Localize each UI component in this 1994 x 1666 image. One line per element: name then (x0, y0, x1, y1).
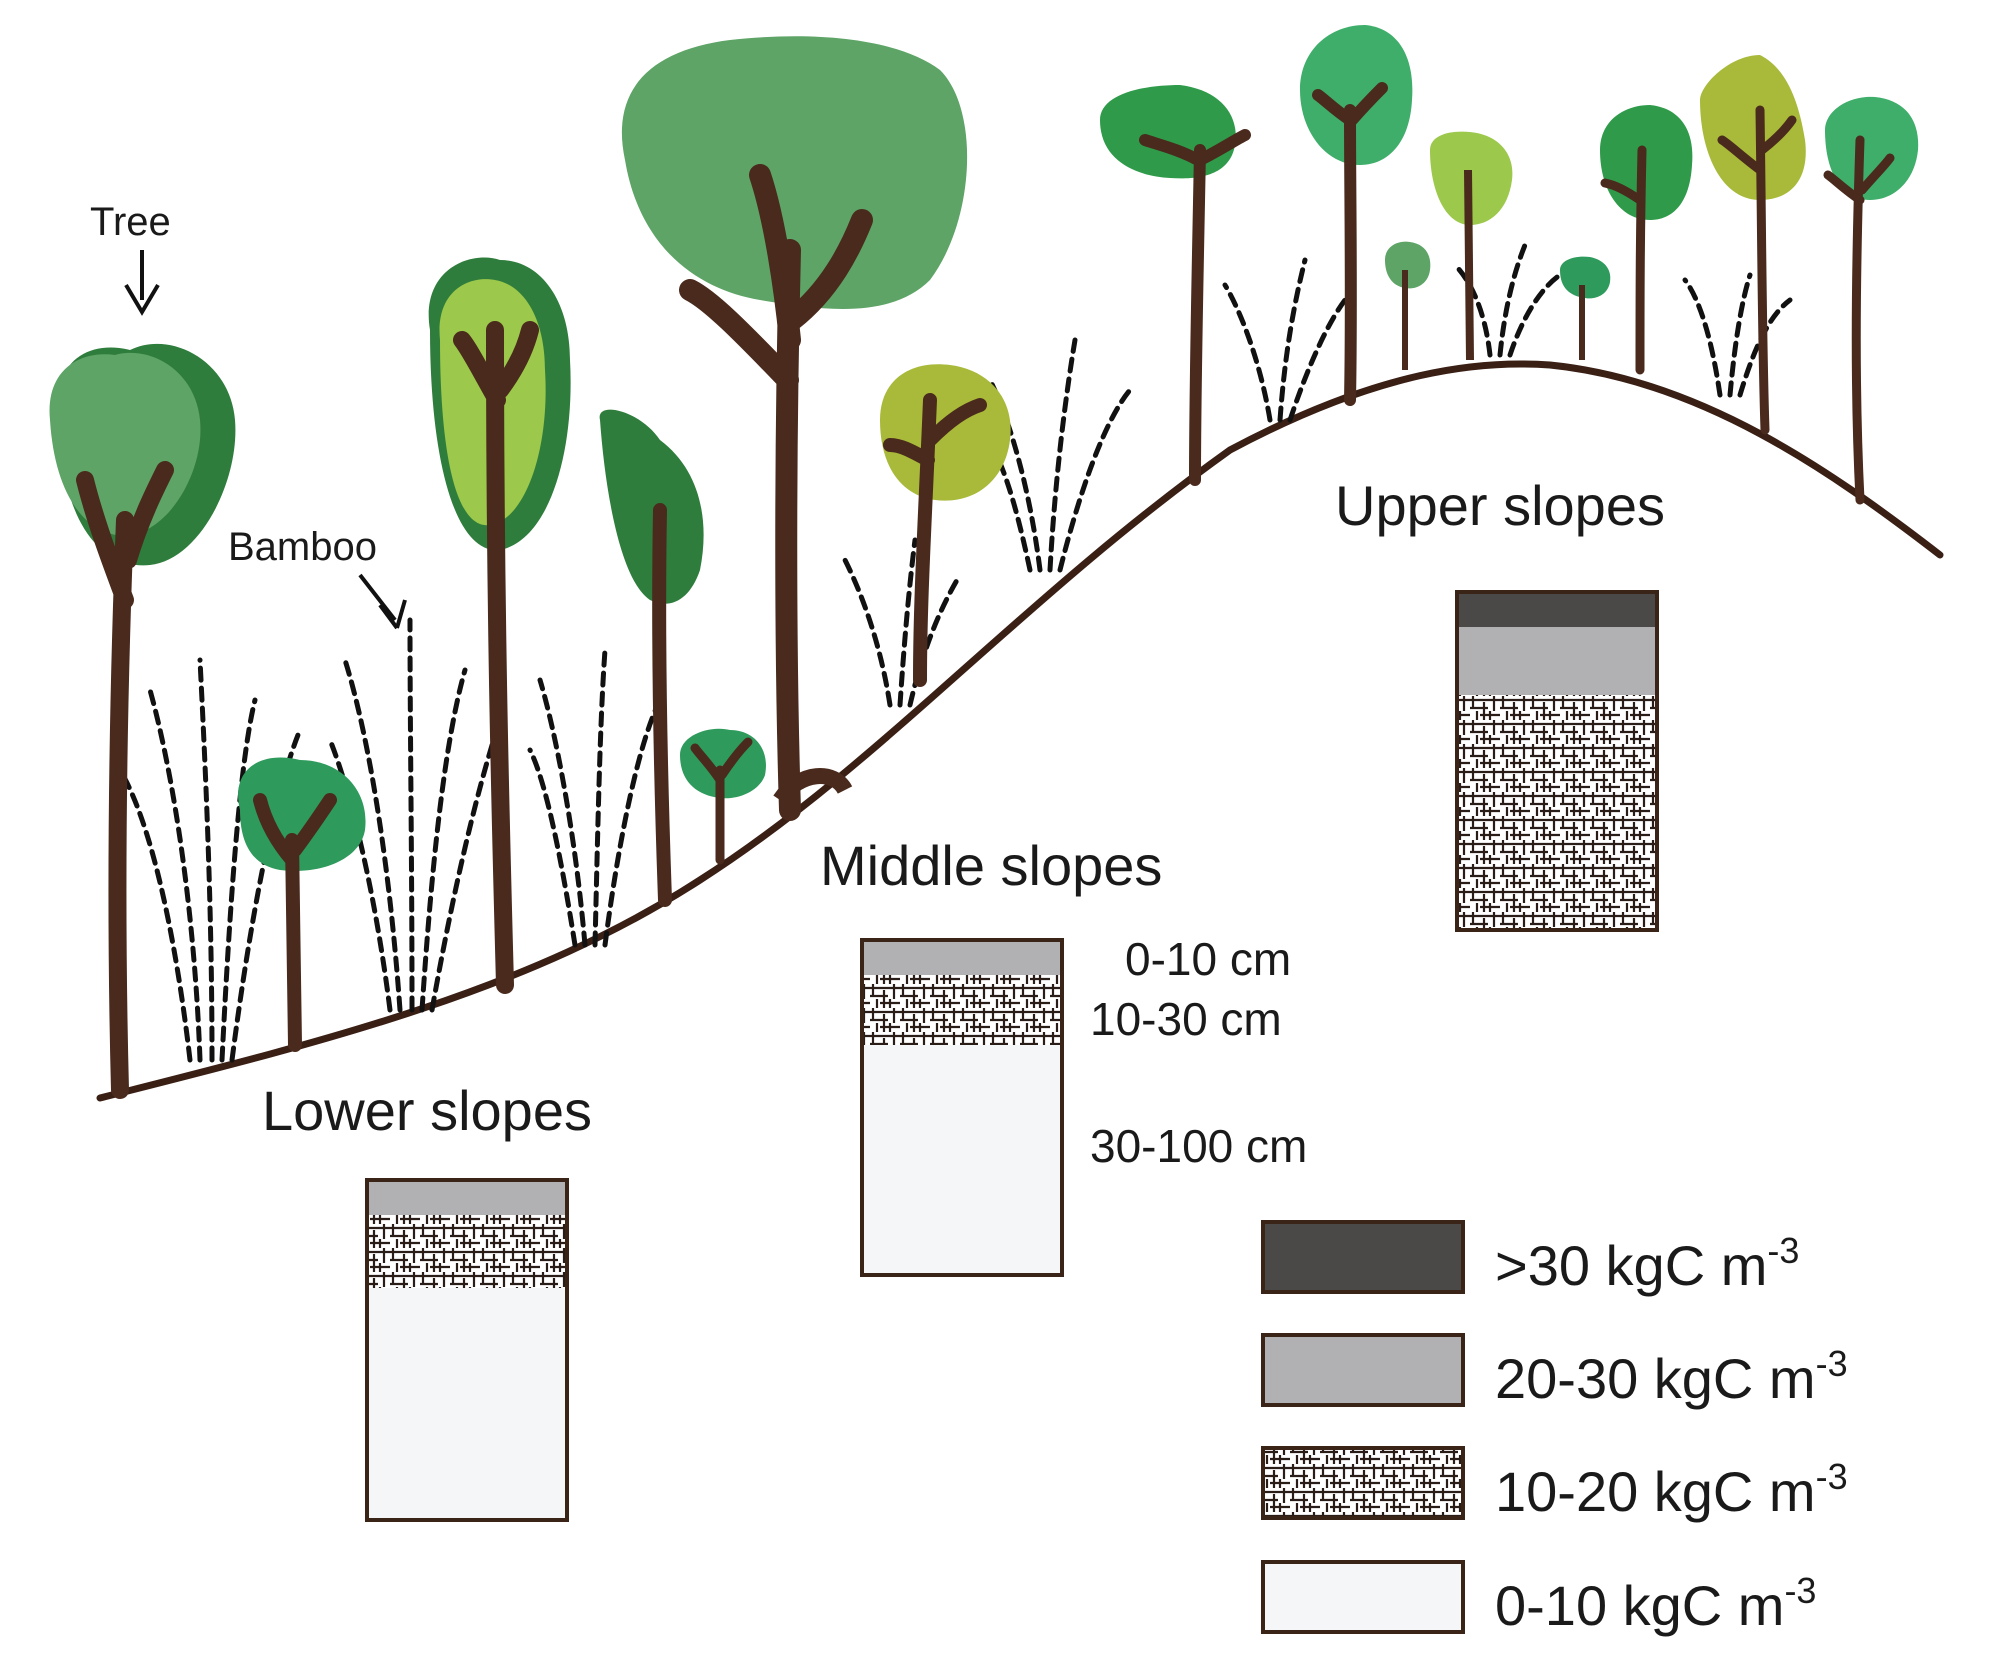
legend-label-very-high: >30 kgC m-3 (1495, 1230, 1799, 1297)
tree-5 (680, 728, 766, 865)
legend-swatch-high (1261, 1333, 1465, 1407)
bamboo-clump-3 (527, 647, 663, 948)
tree-6 (621, 36, 968, 821)
annotations: Tree Bamboo (90, 200, 407, 630)
legend-item-medium: 10-20 kgC m-3 (1261, 1446, 1848, 1523)
legend-label-low: 0-10 kgC m-3 (1495, 1570, 1816, 1637)
middle-slopes-soil-column (860, 938, 1064, 1277)
upper-slopes-soil-column (1455, 590, 1659, 932)
depth-label-10-30: 10-30 cm (1090, 993, 1282, 1045)
lower-slopes-title: Lower slopes (262, 1079, 592, 1142)
tree-7 (880, 364, 1011, 687)
bamboo-clump-8 (1682, 272, 1793, 398)
depth-label-30-100: 30-100 cm (1090, 1120, 1307, 1172)
hillside-ground-line (96, 360, 1944, 1102)
legend-label-medium: 10-20 kgC m-3 (1495, 1456, 1848, 1523)
tree-10 (1385, 241, 1431, 370)
legend-swatch-very-high (1261, 1220, 1465, 1294)
legend-swatch-low (1261, 1560, 1465, 1634)
tree-14 (1700, 55, 1806, 435)
legend-item-very-high: >30 kgC m-3 (1261, 1220, 1799, 1297)
bamboo-clump-4 (842, 537, 963, 708)
tree-3 (428, 257, 571, 994)
legend-item-high: 20-30 kgC m-3 (1261, 1333, 1848, 1410)
tree-2 (238, 757, 366, 1052)
lower-slopes-soil-column (365, 1178, 569, 1522)
upper-slopes-title: Upper slopes (1335, 474, 1665, 537)
bamboo-annotation-arrow (358, 573, 407, 630)
legend-swatch-medium (1261, 1446, 1465, 1520)
middle-slopes-title: Middle slopes (820, 834, 1162, 897)
tree-annotation-arrow (124, 250, 160, 316)
bamboo-clump-2 (327, 617, 503, 1013)
tree-13 (1600, 105, 1693, 375)
tree-8 (1100, 85, 1251, 486)
bamboo-clump-7 (1452, 242, 1563, 358)
tree-4 (599, 409, 704, 907)
bamboo-annotation-label: Bamboo (228, 525, 377, 569)
bamboo-clump-1 (117, 657, 303, 1063)
tree-9 (1300, 25, 1413, 406)
trees (49, 25, 1919, 1099)
tree-12 (1560, 256, 1611, 360)
bamboo-clumps (117, 242, 1793, 1063)
depth-label-0-10: 0-10 cm (1125, 933, 1291, 985)
bamboo-clump-6 (1222, 257, 1348, 423)
tree-15 (1823, 96, 1919, 505)
tree-annotation-label: Tree (90, 200, 171, 244)
legend: >30 kgC m-3 20-30 kgC m-3 10-20 kgC m-3 … (1261, 1220, 1848, 1637)
tree-11 (1430, 131, 1513, 361)
legend-item-low: 0-10 kgC m-3 (1261, 1560, 1816, 1637)
legend-label-high: 20-30 kgC m-3 (1495, 1343, 1848, 1410)
tree-1 (49, 343, 236, 1099)
